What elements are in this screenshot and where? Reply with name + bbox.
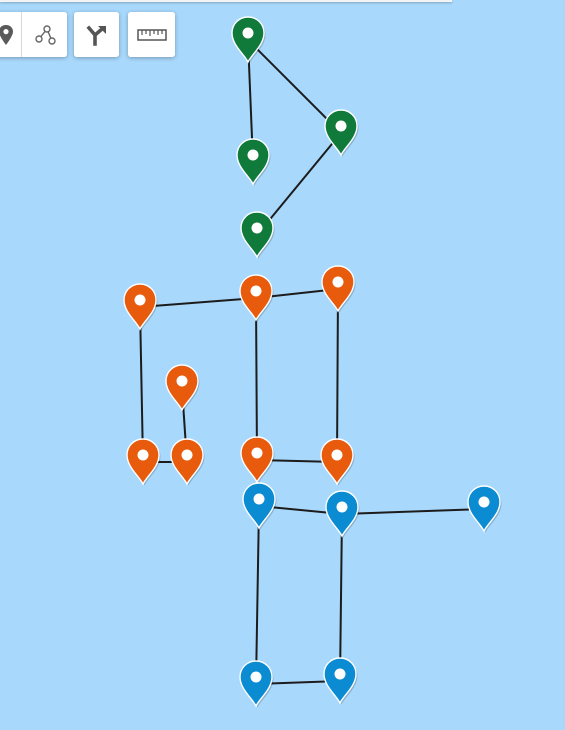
blue-map-marker[interactable] — [467, 485, 502, 533]
orange-map-marker[interactable] — [123, 283, 158, 331]
edges-layer — [139, 39, 485, 685]
marker-pin-icon — [170, 438, 204, 486]
marker-center-dot — [247, 149, 259, 161]
marker-center-dot — [137, 449, 149, 461]
marker-pin-icon — [324, 109, 358, 157]
marker-pin-icon — [123, 283, 157, 331]
orange-map-marker[interactable] — [320, 438, 355, 486]
draw-tools-group — [0, 12, 67, 57]
marker-pin-icon — [325, 490, 359, 538]
marker-center-dot — [181, 449, 193, 461]
green-map-marker[interactable] — [240, 211, 275, 259]
toolbar-divider — [21, 12, 22, 57]
marker-center-dot — [250, 671, 262, 683]
connection-line — [256, 132, 342, 236]
marker-center-dot — [250, 285, 262, 297]
marker-center-dot — [242, 27, 254, 39]
marker-center-dot — [176, 375, 188, 387]
marker-center-dot — [253, 493, 265, 505]
marker-center-dot — [251, 447, 263, 459]
split-path-button[interactable] — [74, 12, 119, 57]
marker-pin-icon — [126, 438, 160, 486]
draw-polyline-button[interactable] — [22, 12, 67, 57]
orange-map-marker[interactable] — [165, 364, 200, 412]
connection-line — [255, 505, 260, 685]
marker-pin-icon — [320, 438, 354, 486]
marker-pin-icon — [240, 211, 274, 259]
orange-map-marker[interactable] — [240, 436, 275, 484]
marker-pin-icon — [467, 485, 501, 533]
marker-pin-icon — [236, 138, 270, 186]
connection-line — [139, 297, 257, 308]
marker-center-dot — [478, 496, 490, 508]
blue-map-marker[interactable] — [323, 657, 358, 705]
top-bar-edge — [0, 0, 452, 2]
green-map-marker[interactable] — [236, 138, 271, 186]
connection-line — [247, 39, 342, 134]
marker-pin-icon — [239, 274, 273, 322]
split-tool-group — [74, 12, 119, 57]
marker-center-dot — [335, 120, 347, 132]
add-marker-button[interactable] — [0, 12, 21, 57]
marker-pin-icon — [231, 16, 265, 64]
fork-arrow-icon — [85, 24, 108, 46]
measure-tool-group — [128, 12, 175, 57]
marker-pin-icon — [239, 660, 273, 708]
orange-map-marker[interactable] — [321, 265, 356, 313]
marker-center-dot — [331, 449, 343, 461]
marker-pin-icon — [323, 657, 357, 705]
marker-center-dot — [334, 668, 346, 680]
ruler-icon — [136, 28, 167, 42]
polyline-icon — [33, 23, 57, 47]
connection-line — [139, 306, 144, 463]
connection-line — [336, 288, 339, 463]
marker-pin-icon — [242, 482, 276, 530]
markers-layer — [123, 16, 502, 708]
connection-line — [339, 513, 343, 682]
blue-map-marker[interactable] — [239, 660, 274, 708]
connection-line — [255, 297, 258, 461]
green-map-marker[interactable] — [324, 109, 359, 157]
orange-map-marker[interactable] — [126, 438, 161, 486]
orange-map-marker[interactable] — [170, 438, 205, 486]
marker-pin-icon — [321, 265, 355, 313]
marker-center-dot — [336, 501, 348, 513]
blue-map-marker[interactable] — [242, 482, 277, 530]
marker-center-dot — [134, 294, 146, 306]
marker-center-dot — [332, 276, 344, 288]
connection-line — [341, 508, 485, 515]
orange-map-marker[interactable] — [239, 274, 274, 322]
blue-map-marker[interactable] — [325, 490, 360, 538]
marker-pin-icon — [165, 364, 199, 412]
marker-pin-icon — [240, 436, 274, 484]
measure-distance-button[interactable] — [128, 12, 175, 57]
marker-center-dot — [251, 222, 263, 234]
marker-icon — [0, 24, 14, 46]
green-map-marker[interactable] — [231, 16, 266, 64]
